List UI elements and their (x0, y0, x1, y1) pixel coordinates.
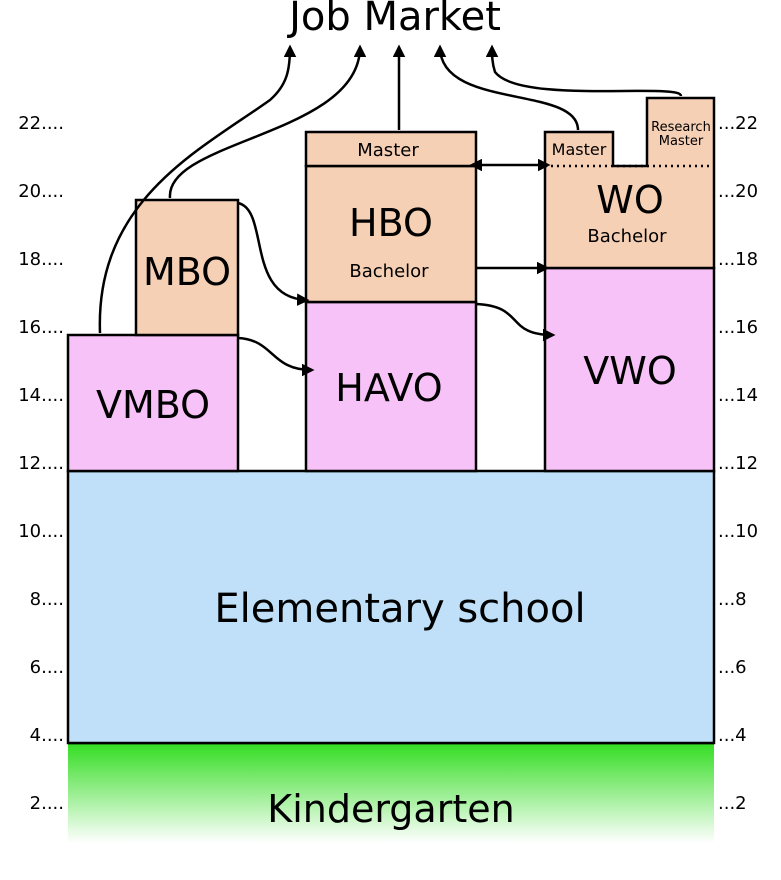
hbo-bachelor-label: Bachelor (349, 261, 429, 282)
age-label-right: ...6 (718, 657, 747, 678)
kindergarten-block (68, 743, 714, 843)
arrow-havo-to-vwo (475, 302, 556, 342)
arrow-mbo-to-job-market (168, 44, 367, 199)
diagram-title: Job Market (286, 0, 501, 40)
vmbo-label: VMBO (96, 383, 210, 427)
age-label-left: 8.... (30, 589, 64, 610)
age-label-right: ...14 (718, 385, 758, 406)
age-label-left: 14.... (18, 385, 64, 406)
age-label-right: ...4 (718, 725, 747, 746)
age-label-right: ...12 (718, 453, 758, 474)
age-label-left: 12.... (18, 453, 64, 474)
age-label-left: 6.... (30, 657, 64, 678)
elementary-school-label: Elementary school (214, 586, 585, 632)
vwo-label: VWO (583, 349, 676, 393)
arrow-vmbo-to-job-market (98, 44, 297, 334)
age-label-right: ...16 (718, 317, 758, 338)
age-label-left: 22.... (18, 113, 64, 134)
arrow-wo-master-to-job-market (433, 44, 580, 131)
havo-label: HAVO (335, 366, 442, 410)
vmbo-block (66, 333, 240, 473)
age-label-left: 20.... (18, 181, 64, 202)
havo-block (304, 300, 478, 473)
age-label-right: ...18 (718, 249, 758, 270)
age-label-left: 2.... (30, 793, 64, 814)
arrow-mbo-to-hbo (237, 201, 310, 306)
mbo-block (134, 198, 240, 337)
age-label-right: ...2 (718, 793, 747, 814)
wo-master-label: Master (552, 140, 607, 159)
kindergarten-label: Kindergarten (267, 787, 514, 831)
age-label-left: 16.... (18, 317, 64, 338)
age-label-left: 10.... (18, 521, 64, 542)
arrow-vmbo-to-havo (237, 336, 315, 377)
hbo-master-label: Master (357, 140, 419, 161)
research-master-label-line2: Master (659, 134, 704, 149)
elementary-school-block (66, 469, 716, 745)
age-axis: 2.... ...2 4.... ...4 6.... ...6 8.... ...8 10..… (18, 113, 758, 814)
wo-bachelor-label: Bachelor (587, 226, 667, 247)
hbo-block (304, 164, 478, 304)
arrow-research-master-to-job-market (485, 44, 683, 98)
age-label-right: ...22 (718, 113, 758, 134)
hbo-label: HBO (349, 201, 433, 245)
wo-label: WO (596, 178, 663, 222)
age-label-right: ...10 (718, 521, 758, 542)
age-label-left: 18.... (18, 249, 64, 270)
research-master-label-line1: Research (651, 120, 711, 135)
vwo-block (543, 266, 716, 473)
age-label-left: 4.... (30, 725, 64, 746)
hbo-master-block (304, 130, 478, 168)
age-label-right: ...8 (718, 589, 747, 610)
age-label-right: ...20 (718, 181, 758, 202)
mbo-label: MBO (143, 250, 231, 294)
